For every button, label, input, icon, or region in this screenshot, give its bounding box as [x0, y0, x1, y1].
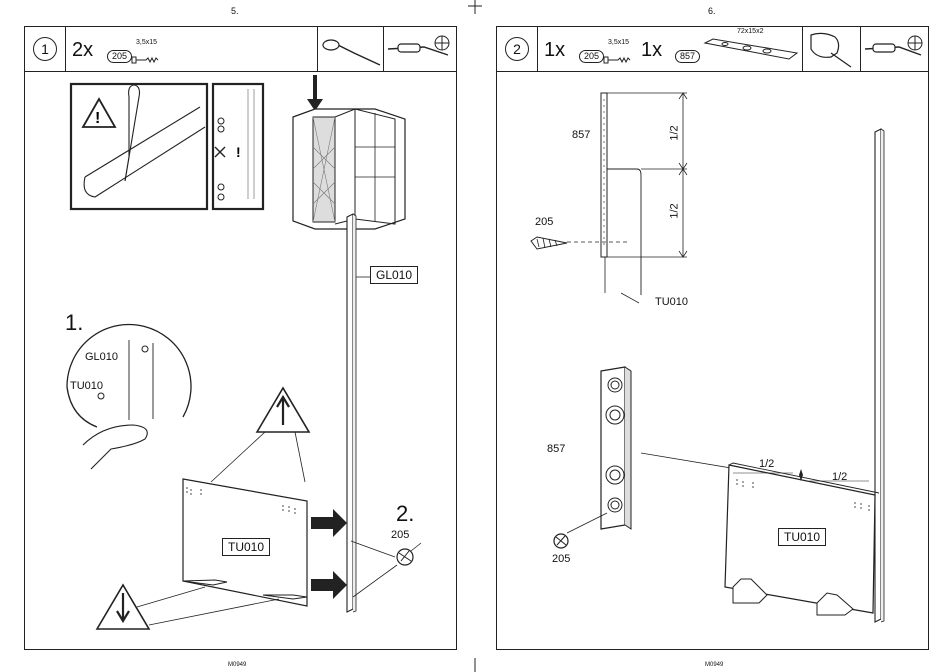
page-footer: M0949	[705, 662, 723, 668]
dimension-half-left: 1/2	[759, 458, 774, 470]
bottom-panel	[497, 27, 928, 649]
page-number: 6.	[708, 6, 716, 16]
step-panel-2: 2 1x 205 3,5x15 1x 857 72x15x2	[496, 26, 929, 650]
panel-label-tu010-bottom: TU010	[778, 528, 826, 546]
dimension-half-right: 1/2	[832, 471, 847, 483]
